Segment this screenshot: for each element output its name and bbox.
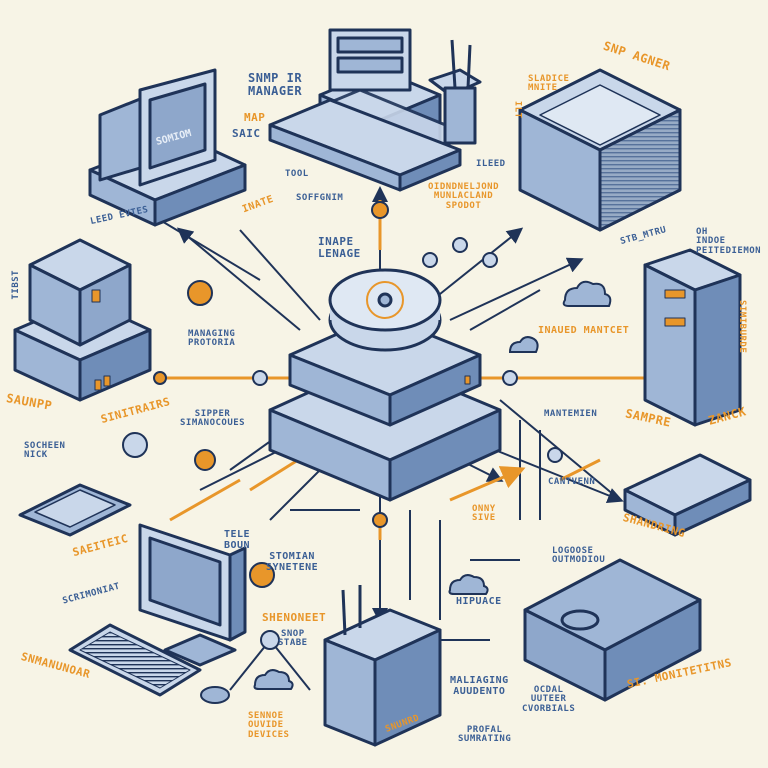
- label-sladice-mnite: SLADICE MNITE: [528, 74, 570, 94]
- tablet-device: [18, 483, 132, 537]
- label-tele-boun: TELE BOUN: [224, 529, 251, 551]
- label-managing-protoria: MANAGING PROTORIA: [188, 329, 236, 349]
- label-snmp-manager: SNMP IR MANAGER: [248, 71, 303, 98]
- tower-server-right: [643, 248, 742, 427]
- label-tool: TOOL: [285, 169, 309, 179]
- label-munlacland-spodot: OIDNDNELJOND MUNLACLAND SPODOT: [428, 182, 500, 211]
- cloud-icons: [253, 280, 612, 690]
- mouse: [200, 686, 230, 704]
- rack-servers-bottom: [323, 585, 442, 747]
- label-socheen-nick: SOCHEEN NICK: [24, 441, 66, 461]
- monitor-bottom-left: [138, 523, 247, 667]
- label-ileed: ILEED: [476, 159, 506, 169]
- label-mantenien: MANTEMIEN: [544, 409, 598, 419]
- label-profal-sumrating: PROFAL SUMRATING: [458, 725, 512, 745]
- label-shenoneet: SHENONEET: [262, 611, 327, 624]
- rack-server-top-right: [518, 68, 682, 232]
- computer-mid-left: [13, 238, 152, 402]
- label-sipper-simanocoues: SIPPER SIMANOCOUES: [180, 409, 246, 429]
- router-box-bottom-right: [523, 558, 702, 702]
- label-hipuace: HIPUACE: [456, 596, 502, 607]
- core-switch-hub: [268, 268, 502, 502]
- label-oh-inode: OH INDOE PEITEDIEMON: [696, 227, 762, 256]
- label-stomian-synetene: STOMIAN SYNETENE: [266, 551, 319, 573]
- keyboard: [68, 623, 202, 697]
- network-nodes: [122, 201, 563, 650]
- label-onny-sive: ONNY SIVE: [472, 504, 496, 524]
- label-ocdal-cvorbials: OCDAL UUTEER CVORBIALS: [522, 685, 576, 714]
- label-sorrgnm: SOFFGNIM: [296, 193, 344, 203]
- label-tibst: TIBST: [11, 269, 22, 300]
- label-inaued-mantcet: INAUED MANTCET: [538, 325, 630, 336]
- flat-switch-right: [623, 453, 752, 537]
- label-saic: SAIC: [232, 127, 261, 140]
- label-maliaging-auudento: MALIAGING AUUDENTO: [450, 675, 509, 697]
- label-inape-leiage: INAPE LENAGE: [318, 235, 361, 260]
- label-logoose-outmodiou: LOGOOSE OUTMODIOU: [552, 546, 606, 566]
- label-sennoe: SENNOE OUVIDE DEVICES: [248, 711, 290, 740]
- label-cantvenn: CANTVENN: [548, 477, 596, 487]
- desktop-computer-top-left: SOMIOM: [88, 68, 247, 227]
- label-ilt: ILT: [512, 100, 523, 119]
- label-snop-stabe: SNOP STABE: [278, 629, 308, 649]
- label-simiburde: SIMIBURDE: [737, 300, 747, 354]
- top-server-stack: [268, 28, 482, 192]
- label-map: MAP: [244, 111, 266, 124]
